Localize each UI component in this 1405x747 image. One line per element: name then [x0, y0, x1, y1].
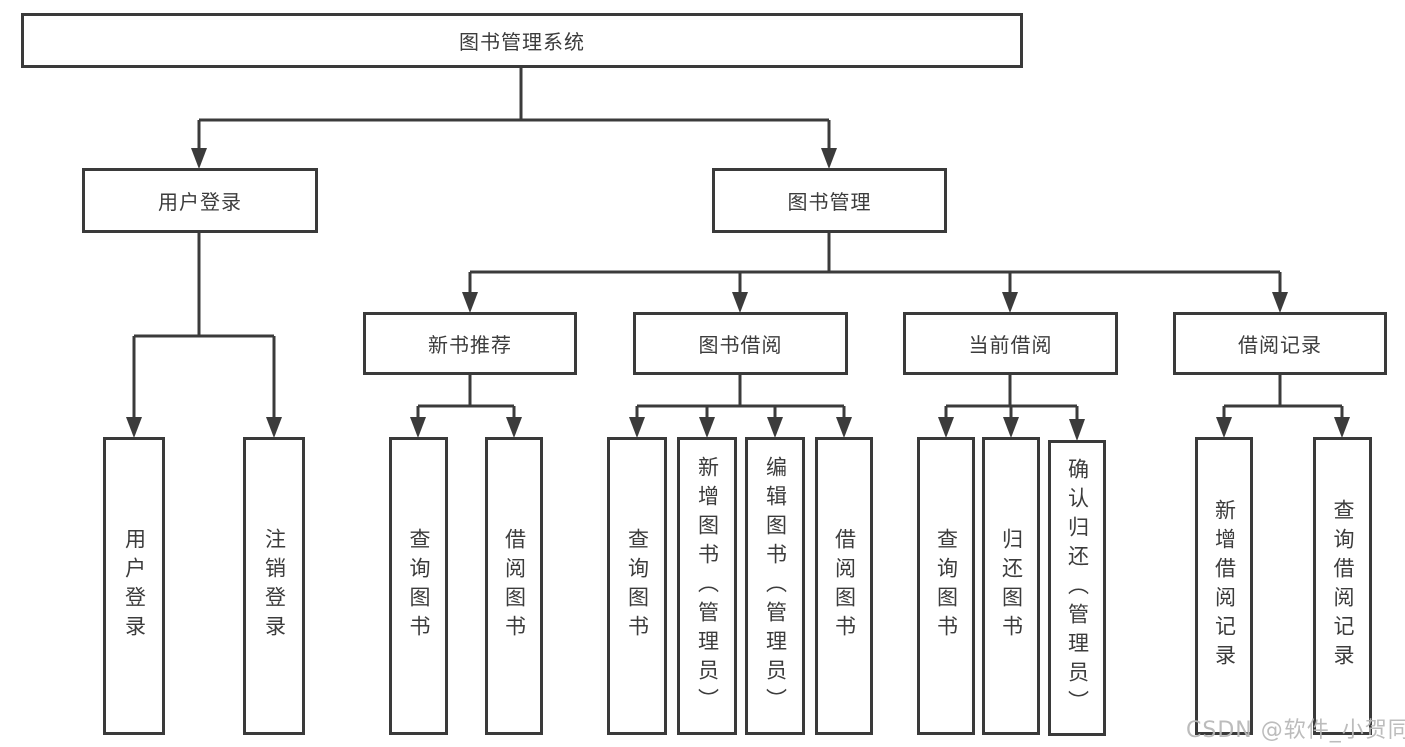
node-leaf-borrow-books: 借阅图书 — [815, 437, 873, 735]
node-leaf-user-login: 用户登录 — [103, 437, 165, 735]
node-leaf-edit-book-admin: 编辑图书（管理员） — [745, 437, 805, 735]
node-leaf-label: 借阅图书 — [502, 528, 527, 644]
node-book-borrowing: 图书借阅 — [633, 312, 848, 375]
node-leaf-label: 查询借阅记录 — [1331, 499, 1355, 673]
node-leaf-query-books: 查询图书 — [607, 437, 667, 735]
node-leaf-return-book: 归还图书 — [982, 437, 1040, 735]
node-library-system: 图书管理系统 — [21, 13, 1023, 68]
node-new-book-recommendation: 新书推荐 — [363, 312, 577, 375]
node-leaf-confirm-return-admin: 确认归还（管理员） — [1048, 440, 1106, 736]
node-leaf-label: 编辑图书（管理员） — [763, 455, 788, 717]
node-leaf-label: 查询图书 — [407, 528, 431, 644]
watermark: CSDN @软件_小贺同学 — [1186, 718, 1405, 743]
node-leaf-label: 注销登录 — [262, 528, 287, 644]
node-leaf-label: 确认归还（管理员） — [1065, 457, 1090, 719]
node-leaf-label: 新增图书（管理员） — [695, 455, 720, 717]
node-leaf-query-books: 查询图书 — [917, 437, 975, 735]
node-leaf-label: 新增借阅记录 — [1212, 499, 1237, 673]
node-leaf-query-books: 查询图书 — [389, 437, 448, 735]
node-leaf-add-book-admin: 新增图书（管理员） — [677, 437, 737, 735]
node-leaf-query-borrow-record: 查询借阅记录 — [1313, 437, 1372, 735]
node-leaf-borrow-books: 借阅图书 — [485, 437, 543, 735]
node-borrowing-records: 借阅记录 — [1173, 312, 1387, 375]
node-current-borrowing: 当前借阅 — [903, 312, 1118, 375]
node-leaf-label: 查询图书 — [934, 528, 959, 644]
node-leaf-add-borrow-record: 新增借阅记录 — [1195, 437, 1253, 735]
node-leaf-logout: 注销登录 — [243, 437, 305, 735]
node-leaf-label: 用户登录 — [122, 528, 147, 644]
node-leaf-label: 归还图书 — [999, 528, 1024, 644]
node-leaf-label: 查询图书 — [625, 528, 650, 644]
node-book-management-branch: 图书管理 — [712, 168, 947, 233]
node-leaf-label: 借阅图书 — [832, 528, 857, 644]
node-user-login-branch: 用户登录 — [82, 168, 318, 233]
